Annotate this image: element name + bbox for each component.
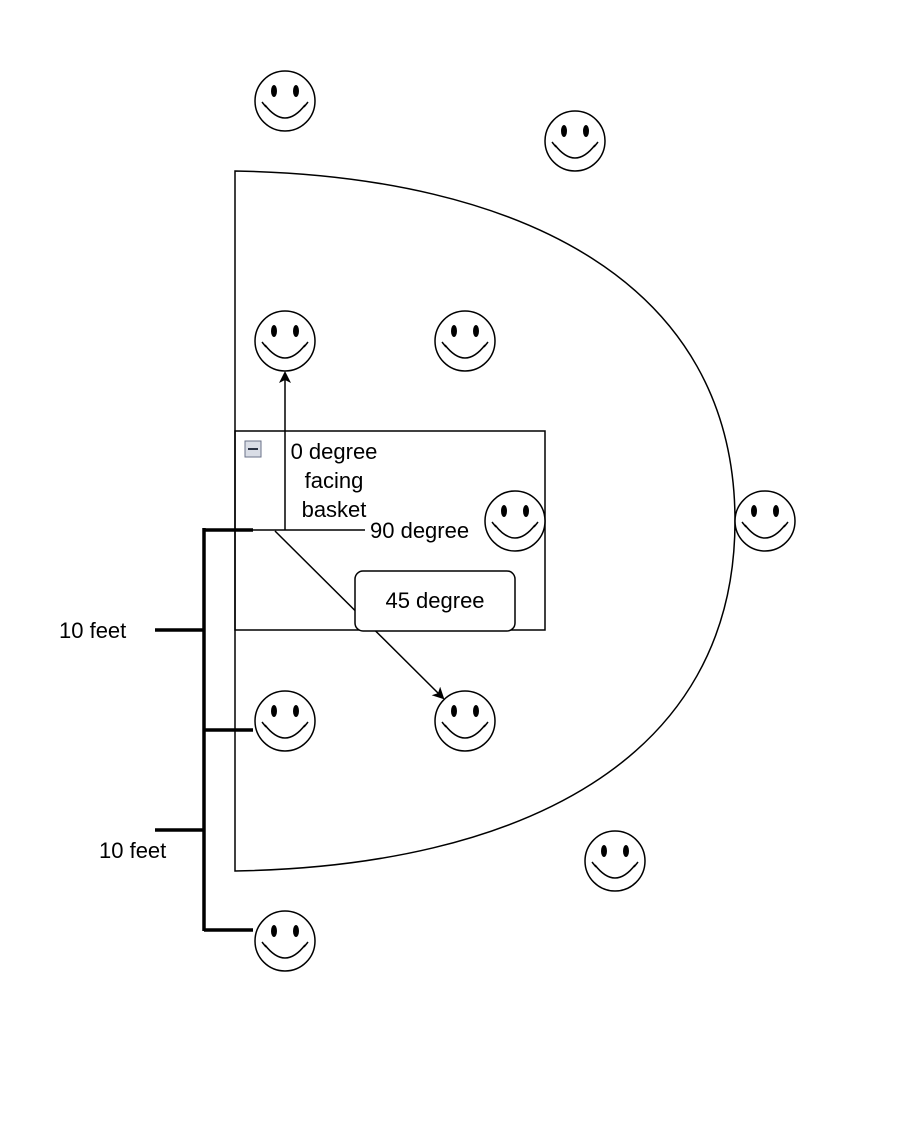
- player-bottom-left: [254, 910, 316, 972]
- smiley-face-icon: [254, 70, 316, 132]
- player-upper-left: [254, 310, 316, 372]
- smiley-face-icon: [254, 690, 316, 752]
- player-lower-middle: [434, 690, 496, 752]
- player-upper-middle: [434, 310, 496, 372]
- ninety-degree-label: 90 degree: [370, 518, 469, 543]
- player-top-left: [254, 70, 316, 132]
- zero-degree-label-line3: basket: [302, 497, 367, 522]
- minus-box-icon[interactable]: [244, 440, 262, 458]
- player-lower-left: [254, 690, 316, 752]
- player-top-right: [544, 110, 606, 172]
- ten-feet-label-bottom: 10 feet: [99, 838, 166, 863]
- smiley-face-icon: [484, 490, 546, 552]
- smiley-face-icon: [584, 830, 646, 892]
- smiley-face-icon: [434, 690, 496, 752]
- smiley-face-icon: [434, 310, 496, 372]
- player-mid-box-right: [484, 490, 546, 552]
- smiley-face-icon: [254, 310, 316, 372]
- smiley-face-icon: [254, 910, 316, 972]
- forty-five-degree-label: 45 degree: [385, 588, 484, 613]
- zero-degree-label-line1: 0 degree: [291, 439, 378, 464]
- ten-feet-label-top: 10 feet: [59, 618, 126, 643]
- zero-degree-label-line2: facing: [305, 468, 364, 493]
- smiley-face-icon: [734, 490, 796, 552]
- player-mid-arc-right: [734, 490, 796, 552]
- player-bottom-right: [584, 830, 646, 892]
- measurement-bracket: [155, 528, 253, 932]
- forty-five-degree-box: [354, 570, 516, 632]
- smiley-face-icon: [544, 110, 606, 172]
